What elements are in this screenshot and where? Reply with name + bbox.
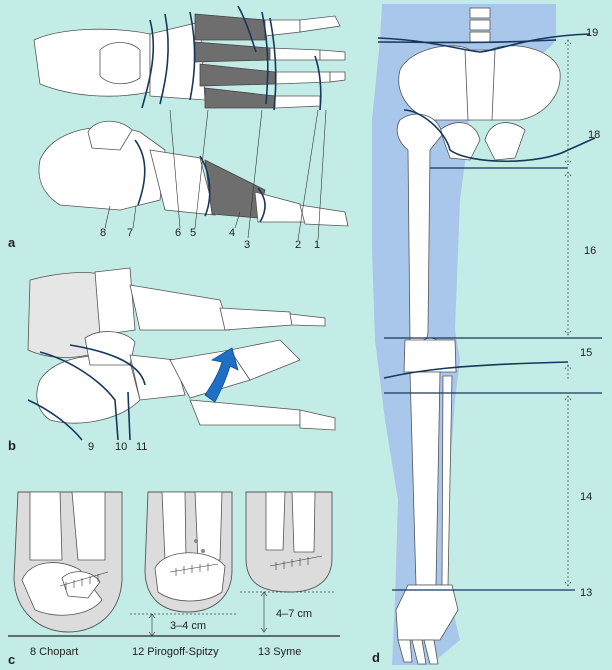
stump-pirogoff-spitzy [130, 492, 236, 636]
level-label-10: 10 [115, 441, 127, 453]
panel-a-level-labels: 8 7 6 5 4 3 2 1 [100, 227, 320, 251]
level-label-19: 19 [586, 27, 598, 39]
vertebra [470, 8, 490, 18]
panel-a-foot-skeleton [34, 6, 348, 240]
level-label-9: 9 [88, 441, 94, 453]
level-label-2: 2 [295, 239, 301, 251]
level-label-15: 15 [580, 347, 592, 359]
level-label-18: 18 [588, 129, 600, 141]
panel-d-level-labels: 19 18 16 15 14 13 [580, 27, 600, 599]
level-label-11: 11 [136, 441, 147, 453]
level-label-5: 5 [190, 227, 196, 239]
stump-chopart [14, 492, 122, 632]
length-label-syme: 4–7 cm [276, 608, 312, 620]
level-label-7: 7 [127, 227, 133, 239]
level-label-8: 8 [100, 227, 106, 239]
panel-d-leg-skeleton [372, 4, 602, 665]
level-label-3: 3 [244, 239, 250, 251]
level-label-14: 14 [580, 491, 592, 503]
panel-label-c: c [8, 652, 15, 667]
level-label-13: 13 [580, 587, 592, 599]
panel-b-ankle-skeleton [28, 268, 335, 440]
stump-label-pirogoff: 12 Pirogoff-Spitzy [132, 646, 219, 658]
panel-label-d: d [372, 650, 380, 665]
level-label-1: 1 [314, 239, 320, 251]
pin-icon [201, 549, 205, 553]
panel-label-b: b [8, 438, 16, 453]
level-label-16: 16 [584, 245, 596, 257]
panel-b-level-labels: 9 10 11 [88, 441, 147, 453]
pin-icon [194, 539, 198, 543]
vertebra [470, 32, 490, 42]
vertebra [470, 20, 490, 30]
stump-label-chopart: 8 Chopart [30, 646, 78, 658]
stump-label-syme: 13 Syme [258, 646, 301, 658]
length-label-pirogoff: 3–4 cm [170, 620, 206, 632]
level-label-6: 6 [175, 227, 181, 239]
level-label-4: 4 [229, 227, 235, 239]
panel-label-a: a [8, 235, 16, 250]
